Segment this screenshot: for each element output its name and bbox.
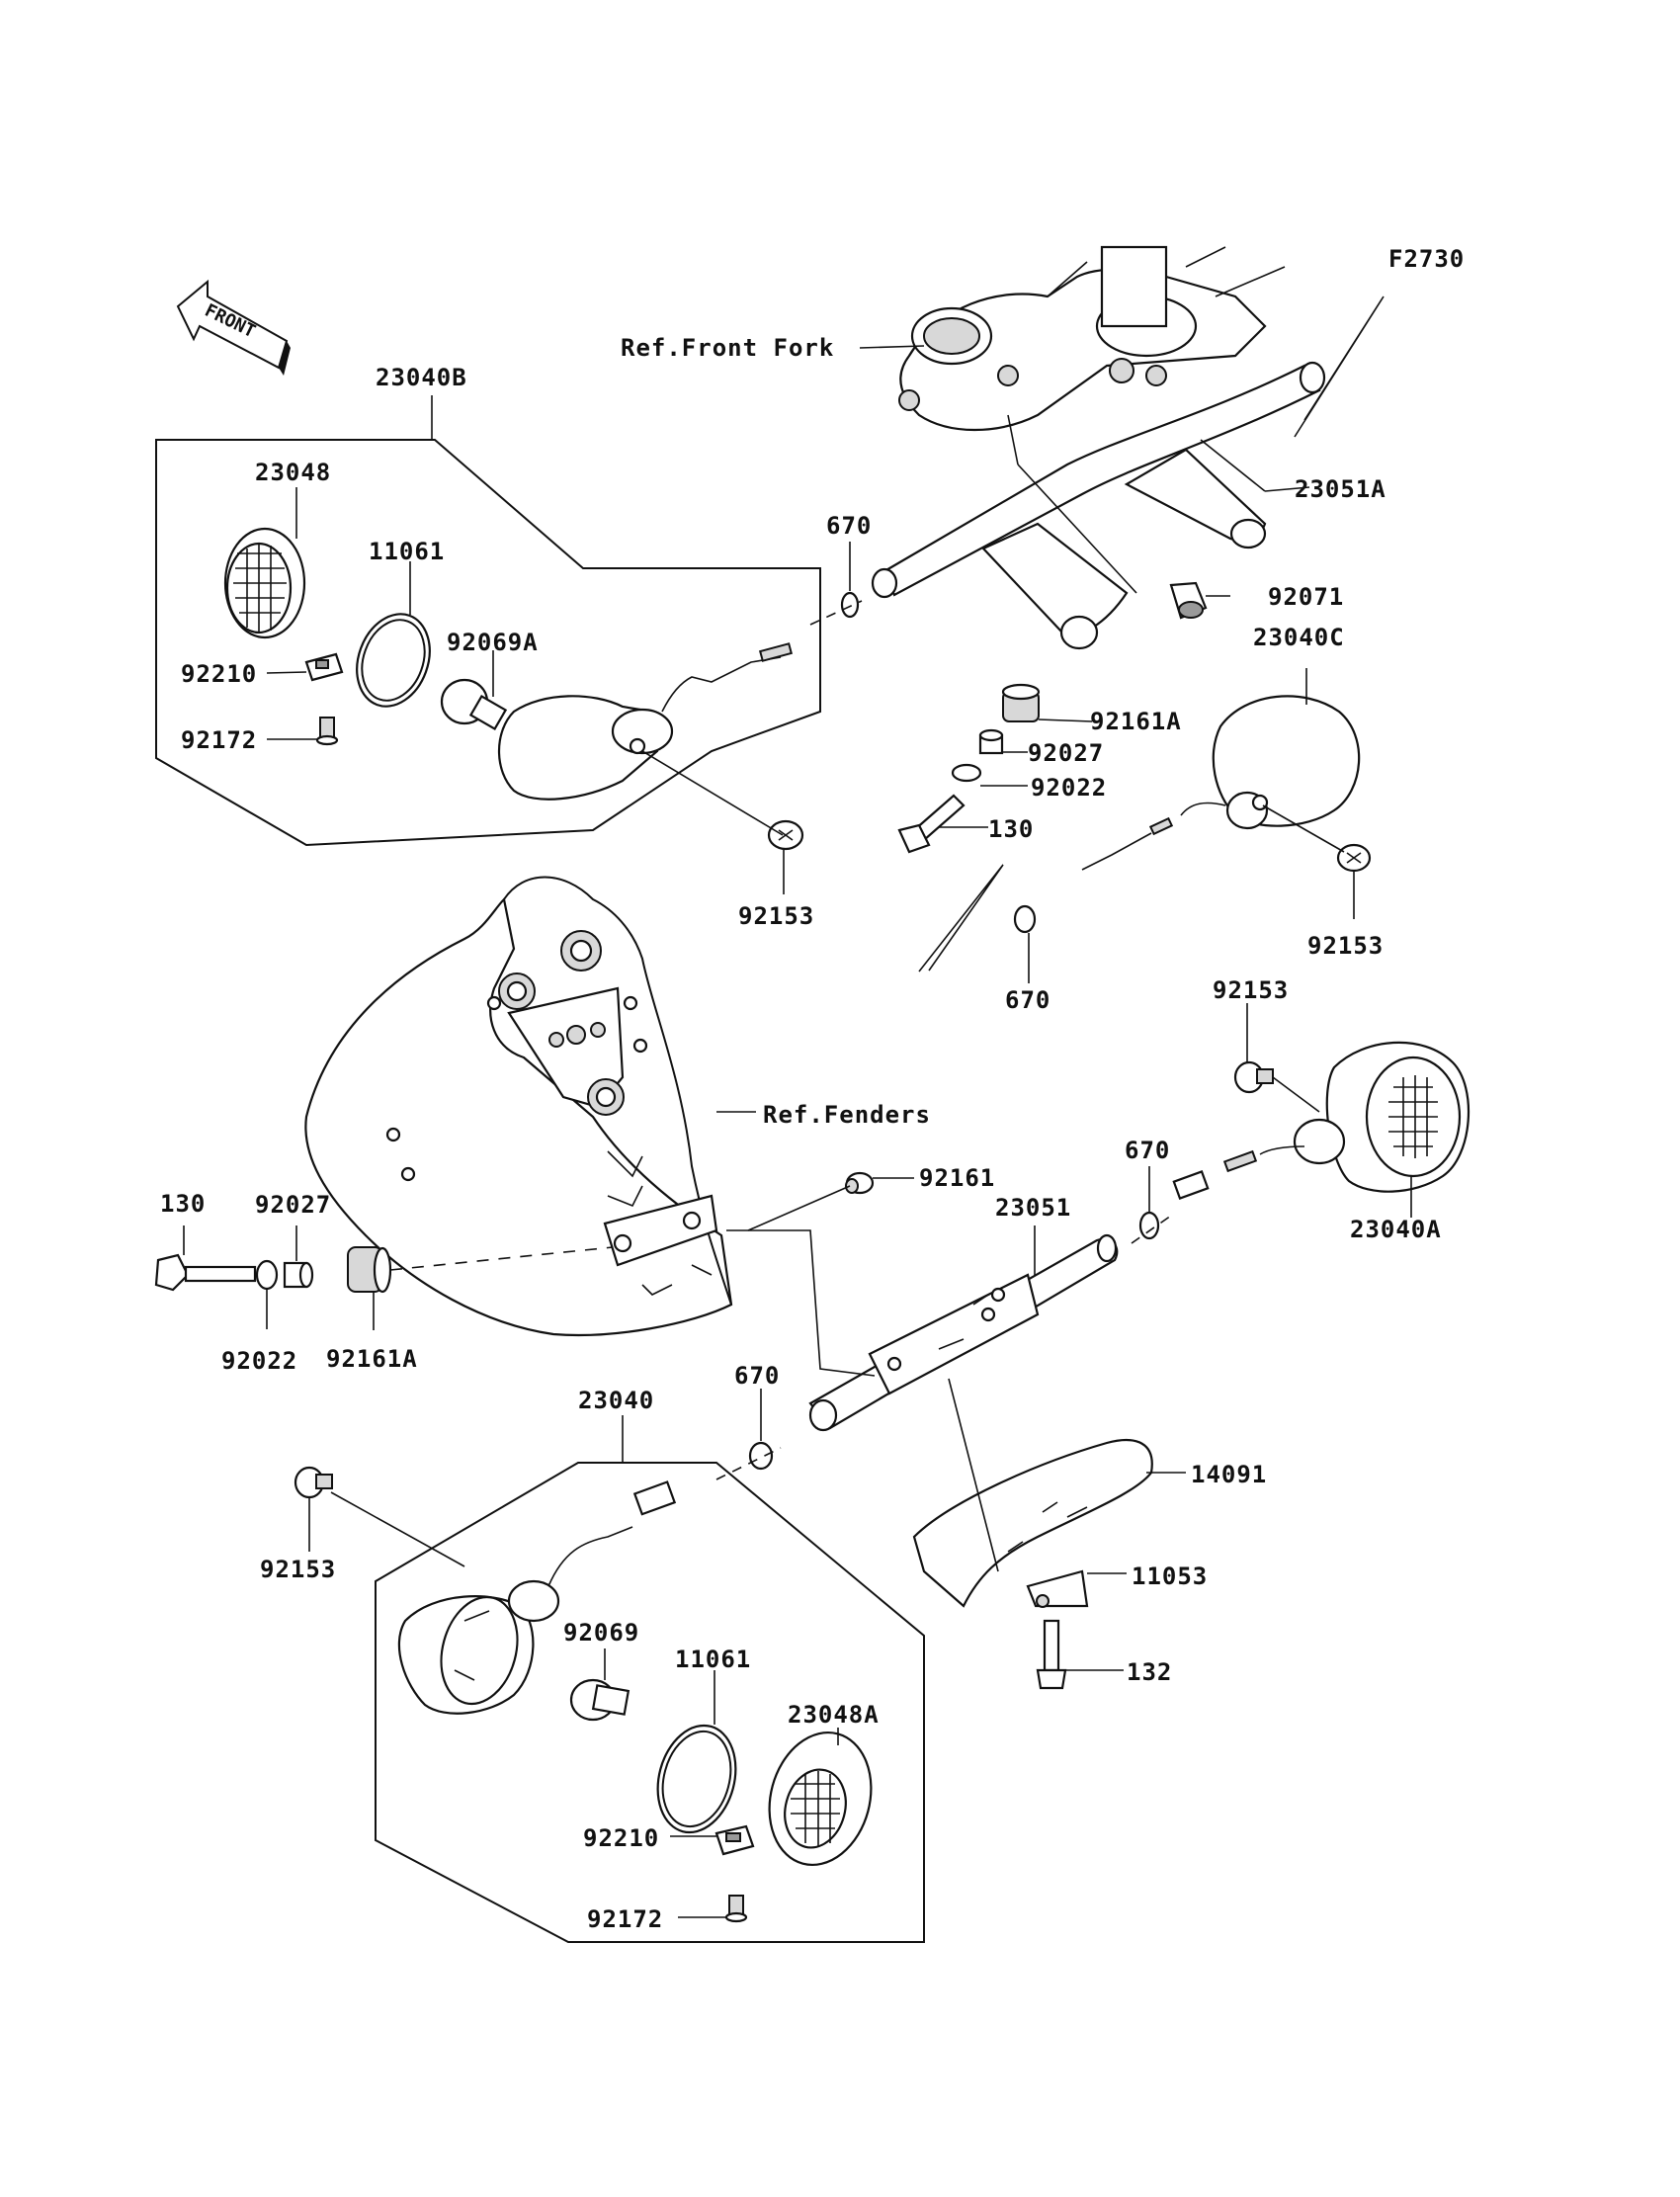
label-92027-top: 92027 <box>1028 739 1104 767</box>
collar-92027-top <box>978 728 1004 755</box>
label-92161A-top: 92161A <box>1090 708 1182 735</box>
label-23040A: 23040A <box>1350 1216 1442 1243</box>
label-92071: 92071 <box>1268 583 1344 611</box>
group-box-23040 <box>375 1462 925 1943</box>
fender-ref <box>304 876 733 1337</box>
figure-code: F2730 <box>1388 245 1465 273</box>
label-23040: 23040 <box>578 1387 654 1414</box>
label-92027-left: 92027 <box>255 1191 331 1219</box>
turn-signal-23040C <box>1180 695 1361 830</box>
label-92172-bottom: 92172 <box>587 1905 663 1933</box>
gasket-11061-top <box>356 613 431 708</box>
collar-92027-left <box>283 1261 314 1289</box>
label-670-right: 670 <box>1125 1137 1170 1164</box>
turn-signal-bracket-23051 <box>808 1233 1119 1432</box>
label-132: 132 <box>1127 1658 1172 1686</box>
connector-23040C <box>1081 816 1174 871</box>
label-92210-bottom: 92210 <box>583 1824 659 1852</box>
ref-fenders-label: Ref.Fenders <box>763 1101 931 1129</box>
washer-92022-top <box>951 763 982 783</box>
ref-front-fork-label: Ref.Front Fork <box>621 334 834 362</box>
screw-92153-right <box>1336 843 1372 873</box>
screw-92153-right2 <box>1233 1060 1274 1094</box>
cap-92161 <box>845 1171 875 1195</box>
cover-14091 <box>912 1439 1153 1608</box>
label-130-top: 130 <box>988 815 1034 843</box>
label-11061-top: 11061 <box>369 538 445 565</box>
oring-670-top <box>840 591 860 619</box>
lens-23048 <box>223 527 306 639</box>
label-92172-top: 92172 <box>181 726 257 754</box>
rubber-damper-92161A-top <box>1001 683 1041 722</box>
bulb-92069A <box>440 678 508 731</box>
label-92153-right2: 92153 <box>1213 976 1289 1004</box>
label-23048A: 23048A <box>788 1701 880 1729</box>
clip-92210-bottom <box>714 1824 755 1856</box>
turn-signal-bracket-23051A <box>871 361 1326 650</box>
screw-92153-bottomleft <box>294 1466 333 1499</box>
clip-92210-top <box>304 652 344 682</box>
bolt-130-left <box>154 1253 257 1292</box>
bolt-130-top <box>897 794 966 854</box>
label-92161: 92161 <box>919 1164 995 1192</box>
label-92022-top: 92022 <box>1031 774 1107 802</box>
label-14091: 14091 <box>1191 1461 1267 1488</box>
label-11053: 11053 <box>1132 1563 1208 1590</box>
bolt-132 <box>1036 1619 1067 1690</box>
label-92153-topleft: 92153 <box>738 902 814 930</box>
screw-92153-topleft <box>767 819 804 851</box>
label-23040B: 23040B <box>376 364 467 391</box>
gasket-11061-bottom <box>656 1724 737 1834</box>
label-23040C: 23040C <box>1253 624 1345 651</box>
label-92153-right: 92153 <box>1307 932 1384 960</box>
grommet-92071 <box>1169 581 1208 620</box>
turn-signal-23040A <box>1172 1041 1470 1200</box>
bracket-11053 <box>1026 1569 1089 1608</box>
label-130-left: 130 <box>160 1190 206 1218</box>
label-92153-bottomleft: 92153 <box>260 1556 336 1583</box>
bulb-92069 <box>569 1678 630 1722</box>
label-92161A-left: 92161A <box>326 1345 418 1373</box>
oring-670-right <box>1138 1211 1160 1240</box>
label-23048: 23048 <box>255 459 331 486</box>
front-arrow-icon: FRONT <box>176 279 291 376</box>
oring-670-mid <box>1013 904 1037 934</box>
screw-92172-top <box>315 717 339 746</box>
oring-670-bottom <box>748 1441 774 1471</box>
label-670-top: 670 <box>826 512 872 540</box>
group-box-23040B <box>155 439 821 847</box>
label-92210-top: 92210 <box>181 660 257 688</box>
label-23051A: 23051A <box>1295 475 1386 503</box>
label-670-bottom: 670 <box>734 1362 780 1390</box>
damper-92161A-left <box>347 1246 392 1294</box>
label-11061-bottom: 11061 <box>675 1646 751 1673</box>
label-92069: 92069 <box>563 1619 639 1647</box>
label-92069A: 92069A <box>447 629 539 656</box>
label-670-mid: 670 <box>1005 986 1050 1014</box>
lens-23048A <box>768 1731 873 1867</box>
washer-92022-left <box>255 1259 279 1291</box>
screw-92172-bottom <box>724 1895 748 1923</box>
label-23051: 23051 <box>995 1194 1071 1222</box>
front-fork-bracket <box>898 245 1286 432</box>
turn-signal-housing-23040B <box>497 642 794 801</box>
turn-signal-housing-23040 <box>397 1480 677 1715</box>
label-92022-left: 92022 <box>221 1347 297 1375</box>
